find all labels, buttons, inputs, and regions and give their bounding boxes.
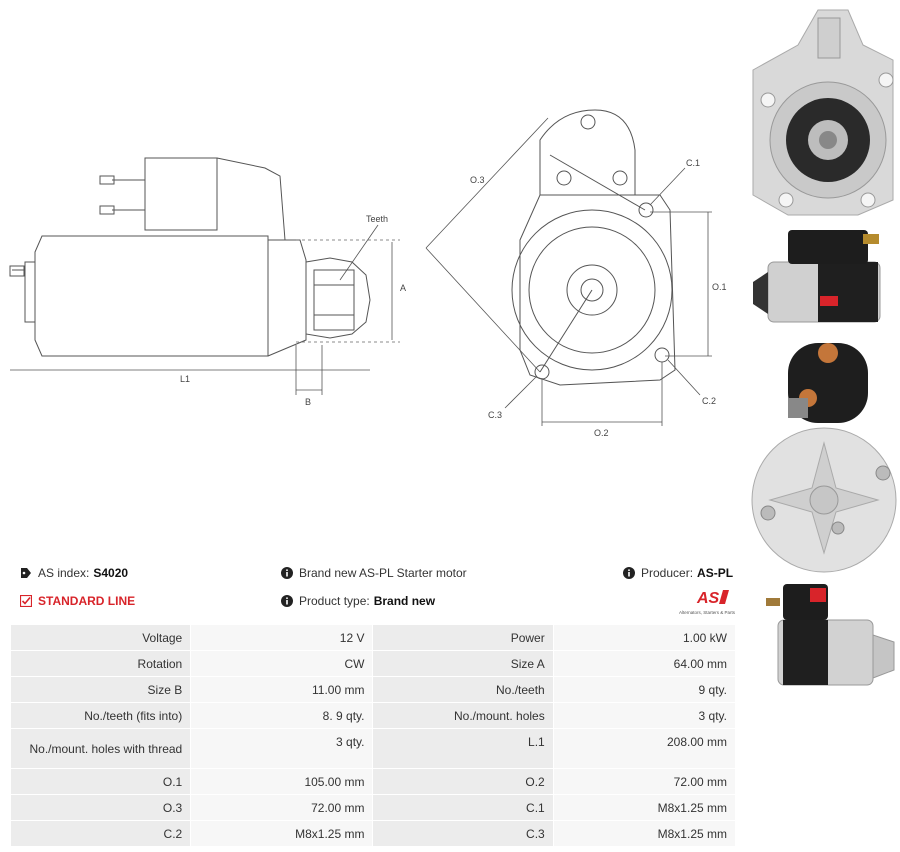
standard-line-label: STANDARD LINE bbox=[38, 594, 136, 608]
as-index-value: S4020 bbox=[93, 566, 129, 580]
table-row: No./mount. holes with thread 3 qty. L.1 … bbox=[9, 728, 737, 769]
product-info: AS index: S4020 Brand new AS-PL Starter … bbox=[15, 560, 737, 620]
producer: Producer: AS-PL bbox=[623, 566, 733, 580]
photo-side-view[interactable] bbox=[748, 222, 900, 332]
spec-value: 11.00 mm bbox=[190, 676, 374, 703]
hole-c1 bbox=[638, 202, 654, 218]
checkbox-checked-icon bbox=[20, 595, 32, 607]
spec-value: 1.00 kW bbox=[552, 624, 737, 651]
spec-label: Power bbox=[372, 624, 554, 651]
spec-label: O.2 bbox=[372, 768, 554, 795]
spec-value: 3 qty. bbox=[190, 728, 374, 769]
spec-label: No./mount. holes with thread bbox=[9, 728, 192, 769]
product-line: STANDARD LINE bbox=[20, 594, 135, 608]
table-row: O.3 72.00 mm C.1 M8x1.25 mm bbox=[9, 794, 737, 821]
spec-label: C.2 bbox=[9, 820, 192, 847]
spec-label: O.1 bbox=[9, 768, 192, 795]
producer-label: Producer: bbox=[641, 566, 694, 580]
as-index-label: AS index: bbox=[38, 566, 90, 580]
info-icon bbox=[281, 595, 293, 607]
spec-value: 72.00 mm bbox=[552, 768, 737, 795]
label-o3: O.3 bbox=[470, 175, 485, 185]
spec-label: No./teeth bbox=[372, 676, 554, 703]
technical-drawing-svg: Teeth A B L1 bbox=[9, 109, 727, 438]
solenoid-cap bbox=[216, 157, 286, 241]
photo-front-flange[interactable] bbox=[748, 0, 900, 220]
drive-housing bbox=[267, 239, 307, 357]
label-c3: C.3 bbox=[488, 410, 502, 420]
spec-value: 72.00 mm bbox=[190, 794, 374, 821]
as-pl-logo: AS Alternators, Starters & Parts bbox=[677, 587, 747, 617]
front-outer-ring bbox=[511, 209, 673, 371]
logo-mark: AS bbox=[696, 590, 720, 607]
photo-angled-view[interactable] bbox=[748, 580, 900, 695]
product-type-value: Brand new bbox=[373, 594, 436, 608]
product-type: Product type: Brand new bbox=[281, 594, 435, 608]
table-row: O.1 105.00 mm O.2 72.00 mm bbox=[9, 768, 737, 795]
table-row: No./teeth (fits into) 8. 9 qty. No./moun… bbox=[9, 702, 737, 729]
tag-icon bbox=[21, 568, 31, 578]
spec-label: C.1 bbox=[372, 794, 554, 821]
info-icon bbox=[281, 567, 293, 579]
front-top-flange bbox=[539, 109, 636, 196]
motor-body bbox=[34, 235, 269, 357]
spec-value: 9 qty. bbox=[552, 676, 737, 703]
info-icon bbox=[623, 567, 635, 579]
front-mounting-plate bbox=[519, 194, 676, 386]
spec-label: Voltage bbox=[9, 624, 192, 651]
as-index: AS index: S4020 bbox=[20, 566, 128, 580]
spec-value: M8x1.25 mm bbox=[190, 820, 374, 847]
spec-label: C.3 bbox=[372, 820, 554, 847]
producer-value: AS-PL bbox=[697, 566, 734, 580]
label-a: A bbox=[400, 283, 406, 293]
table-row: Rotation CW Size A 64.00 mm bbox=[9, 650, 737, 677]
label-b: B bbox=[305, 397, 311, 407]
spec-label: O.3 bbox=[9, 794, 192, 821]
technical-drawings: Teeth A B L1 bbox=[9, 109, 727, 438]
spec-label: L.1 bbox=[372, 728, 554, 769]
label-c1: C.1 bbox=[686, 158, 700, 168]
spec-label: Size A bbox=[372, 650, 554, 677]
spec-label: Rotation bbox=[9, 650, 192, 677]
label-l1: L1 bbox=[180, 374, 190, 384]
product-type-label: Product type: bbox=[299, 594, 370, 608]
logo-caption: Alternators, Starters & Parts bbox=[679, 610, 736, 615]
spec-value: 3 qty. bbox=[552, 702, 737, 729]
solenoid-outline bbox=[144, 157, 218, 231]
spec-label: Size B bbox=[9, 676, 192, 703]
spec-value: 105.00 mm bbox=[190, 768, 374, 795]
spec-value: M8x1.25 mm bbox=[552, 794, 737, 821]
hole-c3 bbox=[534, 364, 550, 380]
label-o1: O.1 bbox=[712, 282, 727, 292]
label-c2: C.2 bbox=[702, 396, 716, 406]
spec-value: 12 V bbox=[190, 624, 374, 651]
spec-value: CW bbox=[190, 650, 374, 677]
spec-label: No./mount. holes bbox=[372, 702, 554, 729]
spec-value: 64.00 mm bbox=[552, 650, 737, 677]
description-text: Brand new AS-PL Starter motor bbox=[299, 566, 467, 580]
spec-table: Voltage 12 V Power 1.00 kW Rotation CW S… bbox=[9, 624, 737, 847]
spec-value: 208.00 mm bbox=[552, 728, 737, 769]
spec-label: No./teeth (fits into) bbox=[9, 702, 192, 729]
product-photos bbox=[748, 0, 900, 700]
label-o2: O.2 bbox=[594, 428, 609, 438]
label-teeth: Teeth bbox=[366, 214, 388, 224]
photo-rear-view[interactable] bbox=[748, 338, 900, 578]
table-row: C.2 M8x1.25 mm C.3 M8x1.25 mm bbox=[9, 820, 737, 847]
pinion bbox=[305, 257, 371, 339]
hole-c2 bbox=[654, 347, 670, 363]
description: Brand new AS-PL Starter motor bbox=[281, 566, 467, 580]
spec-value: 8. 9 qty. bbox=[190, 702, 374, 729]
table-row: Voltage 12 V Power 1.00 kW bbox=[9, 624, 737, 651]
table-row: Size B 11.00 mm No./teeth 9 qty. bbox=[9, 676, 737, 703]
spec-value: M8x1.25 mm bbox=[552, 820, 737, 847]
